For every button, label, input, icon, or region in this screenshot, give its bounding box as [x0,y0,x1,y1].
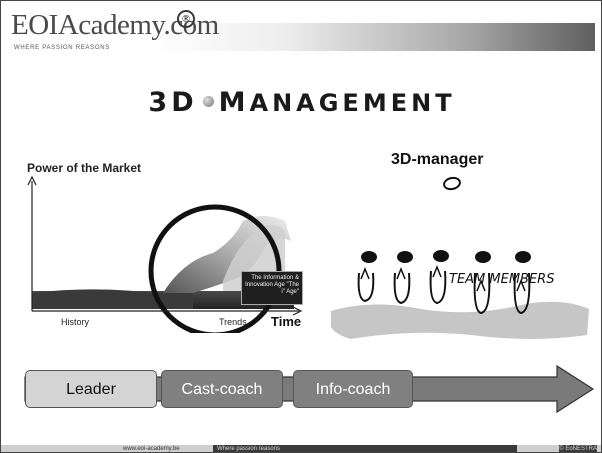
x-axis-arrowhead [292,306,303,316]
market-power-chart: Power of the Market The Information & In… [23,161,311,333]
info-age-label: The Information & Innovation Age "The i"… [241,271,303,305]
time-axis-label: Time [271,314,302,329]
team-member-2 [393,251,413,305]
stage-leader: Leader [25,370,157,408]
header-gradient-bar [151,23,595,51]
team-member-4 [473,251,491,315]
team-member-1 [357,251,377,303]
title-3d: 3D [148,87,198,118]
chart-title: Power of the Market [27,161,142,175]
footer-url: www.eoi-academy.be [123,446,180,452]
chart-graphic [27,175,303,333]
manager-circle-icon [441,175,463,192]
team-members-sketch: TEAM MEMBERS [331,250,589,339]
footer-tagline: Where passion reasons [213,445,517,452]
y-axis-arrowhead [27,175,37,186]
team-member-3 [429,250,449,305]
history-label: History [61,317,90,327]
team-shadow-blur [331,301,589,339]
manager-label: 3D-manager [391,151,484,168]
slide-title: 3D MANAGEMENT [1,87,601,118]
trends-label: Trends [219,317,247,327]
stage-info-coach: Info-coach [293,370,413,408]
footer-bar: www.eoi-academy.be Where passion reasons… [1,445,601,452]
team-member-5 [513,251,531,315]
footer-copyright: © EoNESTRA [559,445,597,452]
title-m: M [218,87,250,118]
brand-tagline: WHERE PASSION REASONS [14,45,110,51]
title-rest: ANAGEMENT [249,89,456,117]
stage-cast-coach: Cast-coach [161,370,283,408]
registered-mark-icon: ® [177,10,195,28]
title-dot-icon [202,96,214,107]
team-members-label: TEAM MEMBERS [449,272,554,287]
